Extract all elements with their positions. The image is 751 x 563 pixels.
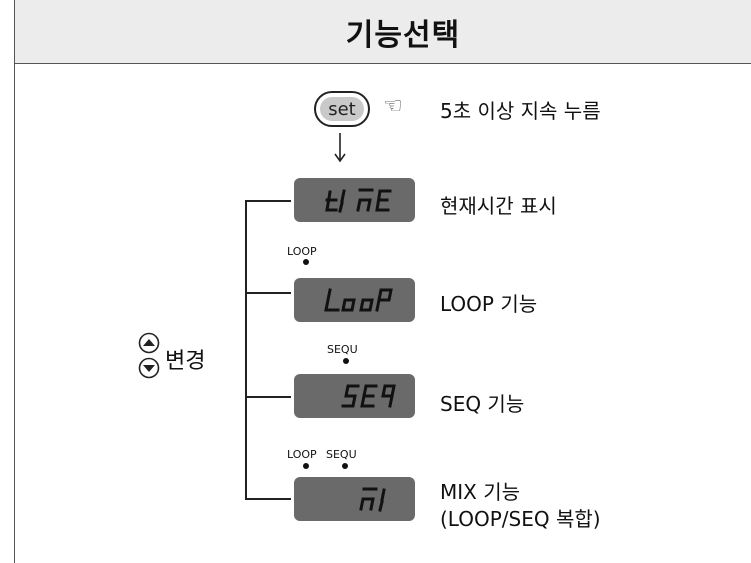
bracket-tick (245, 396, 291, 398)
segment-glyphs (341, 384, 396, 408)
row-label-time: 현재시간 표시 (440, 194, 557, 218)
segment-display-time (294, 178, 415, 222)
change-label: 변경 (165, 349, 206, 374)
segment-glyphs (325, 188, 392, 213)
down-arrow-icon (334, 133, 346, 163)
frame-left-border (14, 64, 15, 563)
row-label-loop: LOOP 기능 (440, 292, 538, 316)
indicator-label-sequ: SEQU (327, 343, 358, 356)
indicator-dot-sequ (343, 358, 349, 364)
bracket-tick (245, 200, 291, 202)
bracket-tick (245, 498, 291, 500)
indicator-dot-sequ (342, 463, 348, 469)
row-label-mix-detail: (LOOP/SEQ 복합) (440, 507, 601, 531)
indicator-dot-loop (303, 463, 309, 469)
up-arrow-button-icon[interactable] (138, 332, 160, 354)
indicator-dot-loop (303, 259, 309, 265)
indicator-label-loop: LOOP (287, 448, 317, 461)
page-title: 기능선택 (345, 17, 461, 53)
indicator-label-loop: LOOP (287, 245, 317, 258)
row-label-mix: MIX 기능 (440, 480, 521, 504)
segment-glyphs (359, 487, 386, 512)
header-bar: 기능선택 (14, 0, 751, 64)
segment-display-seq (294, 374, 415, 418)
set-button-label: set (320, 97, 364, 121)
segment-display-loop (294, 278, 415, 322)
hold-instruction: 5초 이상 지속 누름 (440, 99, 601, 123)
set-button[interactable]: set (314, 91, 370, 127)
down-arrow-button-icon[interactable] (138, 357, 160, 379)
selection-bracket (245, 200, 247, 500)
segment-display-mix (294, 477, 415, 521)
indicator-label-sequ: SEQU (326, 448, 357, 461)
row-label-seq: SEQ 기능 (440, 392, 525, 416)
bracket-tick (245, 292, 291, 294)
pointing-hand-icon: ☜ (383, 94, 403, 119)
segment-glyphs (324, 288, 393, 312)
